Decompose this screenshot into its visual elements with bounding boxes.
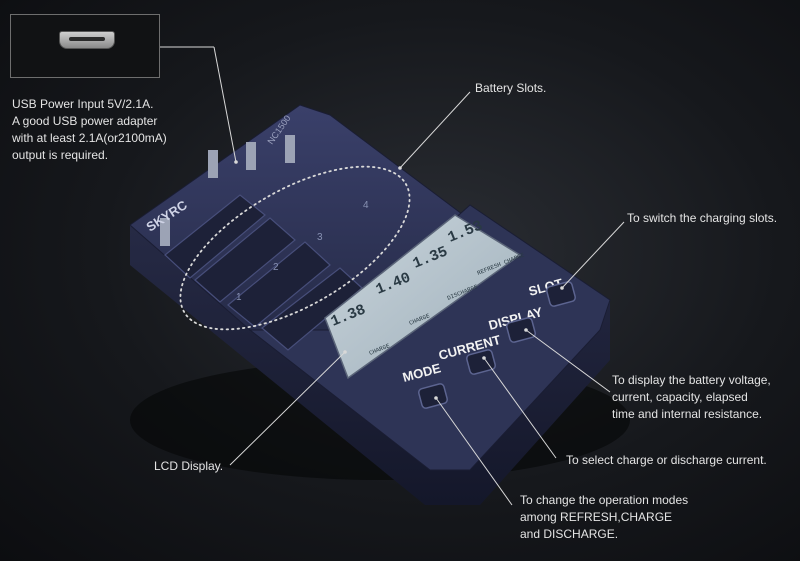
slot-number: 2 bbox=[273, 262, 279, 273]
display-callout-line: time and internal resistance. bbox=[612, 407, 763, 421]
leader-lines bbox=[160, 46, 625, 506]
slot-number: 1 bbox=[236, 292, 242, 303]
usb-callout: USB Power Input 5V/2.1A. A good USB powe… bbox=[12, 96, 167, 164]
usb-line: with at least 2.1A(or2100mA) bbox=[12, 131, 167, 145]
lcd-screen bbox=[324, 214, 522, 380]
battery-slots bbox=[164, 194, 363, 351]
current-button[interactable] bbox=[466, 349, 496, 375]
slot-number: 3 bbox=[317, 232, 323, 243]
lcd-display-callout: LCD Display. bbox=[154, 459, 224, 473]
select-current-callout: To select charge or discharge current. bbox=[566, 453, 767, 467]
usb-line: A good USB power adapter bbox=[12, 114, 158, 128]
slot-numbers: 1 2 3 4 bbox=[236, 200, 369, 303]
usb-line: output is required. bbox=[12, 148, 109, 162]
charger-side bbox=[130, 225, 610, 505]
switch-slots-callout: To switch the charging slots. bbox=[627, 211, 778, 225]
slot-contacts bbox=[160, 135, 295, 246]
usb-port-icon bbox=[59, 31, 115, 49]
battery-slots-callout: Battery Slots. bbox=[475, 81, 547, 95]
slot-button[interactable] bbox=[546, 281, 576, 307]
display-callout-line: To display the battery voltage, bbox=[612, 373, 771, 387]
mode-callout-line: and DISCHARGE. bbox=[520, 527, 619, 541]
slot-number: 4 bbox=[363, 200, 369, 211]
mode-callout: To change the operation modes among REFR… bbox=[520, 492, 688, 543]
usb-port-inset bbox=[10, 14, 160, 78]
mode-callout-line: among REFRESH,CHARGE bbox=[520, 510, 673, 524]
display-callout: To display the battery voltage, current,… bbox=[612, 372, 771, 423]
usb-line: USB Power Input 5V/2.1A. bbox=[12, 97, 154, 111]
battery-slots-highlight bbox=[179, 165, 411, 331]
mode-button[interactable] bbox=[418, 383, 448, 409]
display-button[interactable] bbox=[506, 317, 536, 343]
mode-callout-line: To change the operation modes bbox=[520, 493, 689, 507]
display-callout-line: current, capacity, elapsed bbox=[612, 390, 748, 404]
